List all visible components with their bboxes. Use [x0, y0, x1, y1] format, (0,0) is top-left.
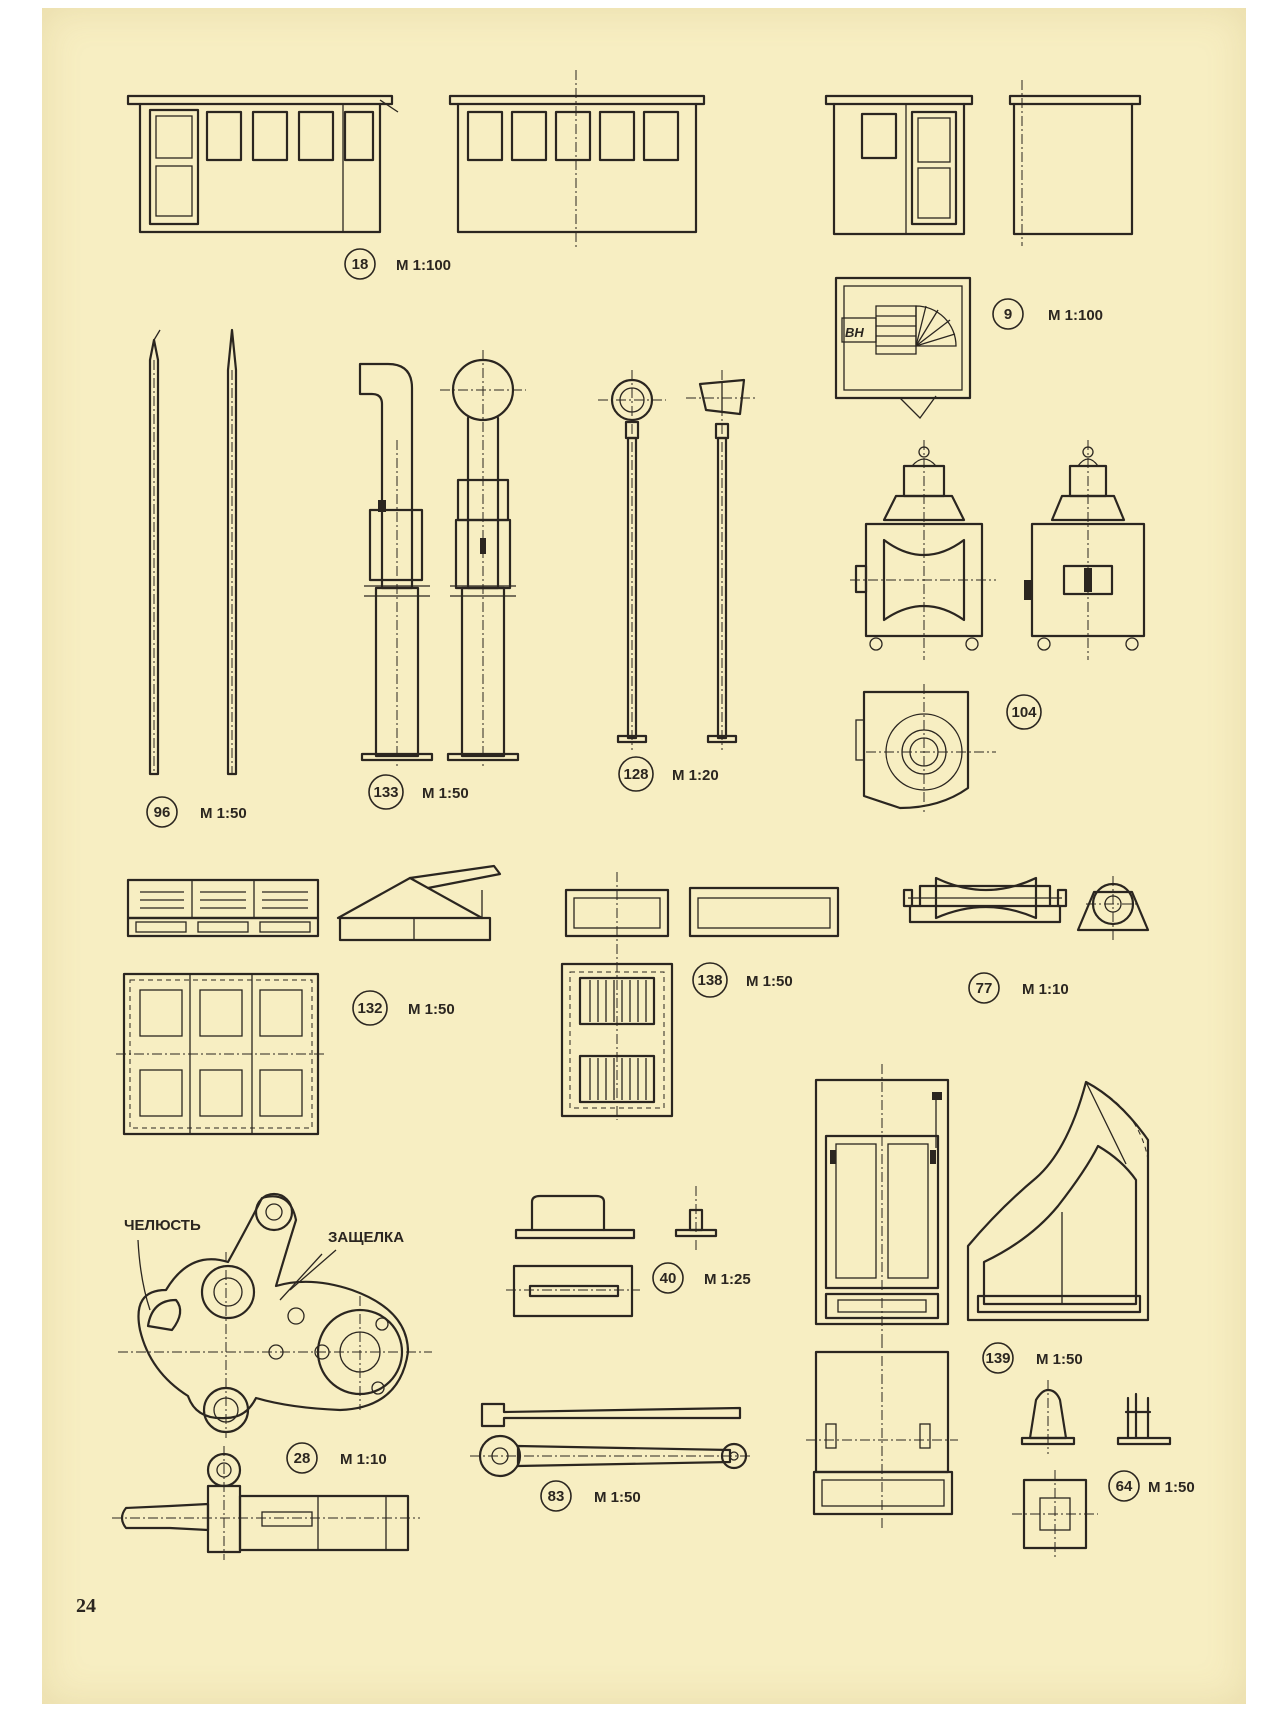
- fig-139-number: 139: [985, 1350, 1010, 1367]
- fig-83-number: 83: [548, 1488, 565, 1505]
- fig-96-number: 96: [154, 804, 171, 821]
- stair-mark-label: ВН: [845, 325, 864, 340]
- cabin-side-view: [126, 94, 399, 234]
- fig-64-scale: М 1:50: [1148, 1479, 1195, 1496]
- fig-28-hook: ЧЕЛЮСТЬ ЗАЩЕЛКА: [112, 1192, 432, 1560]
- fig-83-scale: М 1:50: [594, 1489, 641, 1506]
- fig-40-handle: 40 М 1:25: [506, 1186, 751, 1318]
- jaw-callout: ЧЕЛЮСТЬ: [124, 1217, 201, 1234]
- fig-28-number: 28: [294, 1450, 311, 1467]
- page-number: 24: [76, 1595, 96, 1617]
- fig-133-vent-pipes: 133 М 1:50: [358, 350, 526, 810]
- fig-18-number: 18: [352, 256, 369, 273]
- fig-138-scale: М 1:50: [746, 973, 793, 990]
- fig-18-scale: М 1:100: [396, 257, 451, 274]
- fig-64-number: 64: [1116, 1478, 1133, 1495]
- fig-128-signal-posts: 128 М 1:20: [598, 370, 758, 792]
- paper-sheet: [42, 8, 1246, 1704]
- fig-104-number: 104: [1011, 704, 1037, 721]
- fig-132-label: 132 М 1:50: [352, 990, 455, 1026]
- fig-133-scale: М 1:50: [422, 785, 469, 802]
- fig-132-number: 132: [357, 1000, 382, 1017]
- fig-139-companionway: 139 М 1:50: [806, 1064, 1150, 1528]
- fig-96-poles: 96 М 1:50: [146, 328, 247, 828]
- fig-96-label: 96 М 1:50: [146, 796, 247, 828]
- fig-40-number: 40: [660, 1270, 677, 1287]
- fig-9-plan-drawing: ВН 9 М 1:100: [834, 276, 1103, 419]
- fig-96-scale: М 1:50: [200, 805, 247, 822]
- fig-28-scale: М 1:10: [340, 1451, 387, 1468]
- fig-64-bracket: 64 М 1:50: [1012, 1380, 1195, 1558]
- cabin-rear-view: [1008, 80, 1142, 246]
- fig-132-skylight: 132 М 1:50: [116, 864, 502, 1136]
- fig-104-label: 104: [1006, 694, 1042, 730]
- fig-138-hatch: 138 М 1:50: [560, 872, 840, 1120]
- fig-138-number: 138: [697, 972, 722, 989]
- cabin-end-view: [824, 94, 974, 236]
- fig-18-cabin-drawings: 18 М 1:100: [126, 70, 1142, 280]
- fig-138-label: 138 М 1:50: [692, 962, 793, 998]
- fig-77-label: 77 М 1:10: [968, 972, 1069, 1004]
- fig-139-label: 139 М 1:50: [982, 1342, 1083, 1374]
- fig-104-lantern: 104: [850, 440, 1146, 812]
- fig-64-label: 64 М 1:50: [1108, 1470, 1195, 1502]
- fig-9-scale: М 1:100: [1048, 307, 1103, 324]
- latch-callout: ЗАЩЕЛКА: [328, 1229, 404, 1246]
- fig-40-label: 40 М 1:25: [652, 1262, 751, 1294]
- fig-9-label: 9 М 1:100: [992, 298, 1103, 330]
- fig-139-scale: М 1:50: [1036, 1351, 1083, 1368]
- fig-128-scale: М 1:20: [672, 767, 719, 784]
- fig-18-label: 18 М 1:100: [344, 248, 451, 280]
- fig-132-scale: М 1:50: [408, 1001, 455, 1018]
- fig-83-label: 83 М 1:50: [540, 1480, 641, 1512]
- fig-77-number: 77: [976, 980, 993, 997]
- fig-128-number: 128: [623, 766, 648, 783]
- fig-133-number: 133: [373, 784, 398, 801]
- fig-77-scale: М 1:10: [1022, 981, 1069, 998]
- fig-133-label: 133 М 1:50: [368, 774, 469, 810]
- fig-28-label: 28 М 1:10: [286, 1442, 387, 1474]
- fig-9-number: 9: [1004, 306, 1012, 323]
- fig-77-roller: 77 М 1:10: [902, 876, 1150, 1004]
- fig-128-label: 128 М 1:20: [618, 756, 719, 792]
- fig-40-scale: М 1:25: [704, 1271, 751, 1288]
- cabin-front-view: [448, 70, 706, 250]
- fig-83-lever: 83 М 1:50: [470, 1402, 752, 1512]
